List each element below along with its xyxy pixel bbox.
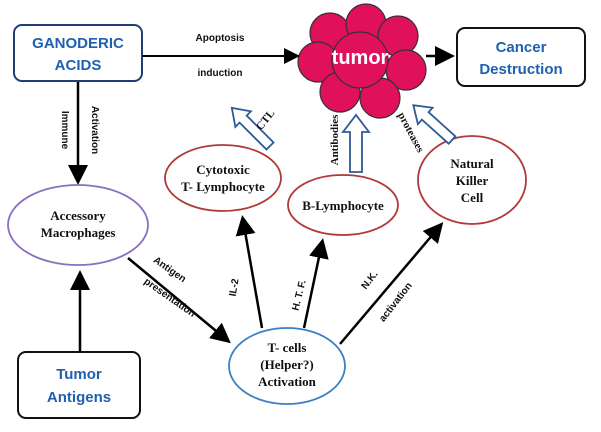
induction-label: induction <box>198 68 243 79</box>
b-lymphocyte-label: B-Lymphocyte <box>302 198 384 213</box>
b-lymphocyte-node: B-Lymphocyte <box>287 174 399 236</box>
antibodies-hollow-arrow <box>341 113 371 173</box>
cancer-label-line2: Destruction <box>479 61 562 78</box>
proteases-hollow-arrow <box>412 104 457 145</box>
accessory-macrophages-node: Accessory Macrophages <box>7 184 149 266</box>
presentation-label: presentation <box>142 276 197 319</box>
cytotoxic-line2: T- Lymphocyte <box>181 179 265 194</box>
immune-label: Immune <box>59 111 70 150</box>
ganoderic-label-line2: ACIDS <box>55 57 102 74</box>
arrow-il2 <box>235 215 264 329</box>
macrophages-line1: Accessory <box>50 208 106 223</box>
nk-cell-node: Natural Killer Cell <box>417 135 527 225</box>
ganoderic-label-line1: GANODERIC <box>32 35 124 52</box>
tumor-label: tumor <box>332 47 389 69</box>
tumor-cluster: tumor <box>297 3 427 119</box>
t-cells-line2: (Helper?) <box>260 357 313 372</box>
nk-activation-label: activation <box>377 281 414 325</box>
cancer-label-line1: Cancer <box>496 39 547 56</box>
il2-label: IL-2 <box>228 277 242 297</box>
nk-line1: Natural <box>450 156 494 171</box>
tumor-antigens-box: Tumor Antigens <box>17 351 141 419</box>
ctl-label: CTL <box>254 108 277 133</box>
arrow-htf <box>302 238 329 329</box>
t-cells-line1: T- cells <box>268 340 307 355</box>
antibodies-label: Antibodies <box>329 114 341 165</box>
tumor-antigens-line1: Tumor <box>56 366 102 383</box>
nk-label: N.K. <box>360 269 381 292</box>
nk-line2: Killer <box>456 173 489 188</box>
cancer-destruction-box: Cancer Destruction <box>456 27 586 87</box>
cytotoxic-node: Cytotoxic T- Lymphocyte <box>164 144 282 212</box>
cytotoxic-line1: Cytotoxic <box>196 162 250 177</box>
arrow-antigen-presentation <box>127 257 231 344</box>
nk-line3: Cell <box>461 190 484 205</box>
macrophages-line2: Macrophages <box>41 225 116 240</box>
ctl-hollow-arrow <box>230 106 275 151</box>
ganoderic-acids-box: GANODERIC ACIDS <box>13 24 143 82</box>
apoptosis-label: Apoptosis <box>196 33 245 44</box>
t-cells-node: T- cells (Helper?) Activation <box>228 327 346 405</box>
tumor-antigens-line2: Antigens <box>47 389 111 406</box>
t-cells-line3: Activation <box>258 374 317 389</box>
activation-label: Activation <box>89 106 100 154</box>
htf-label: H. T. F. <box>290 279 308 312</box>
arrow-nk-activation <box>339 222 444 345</box>
